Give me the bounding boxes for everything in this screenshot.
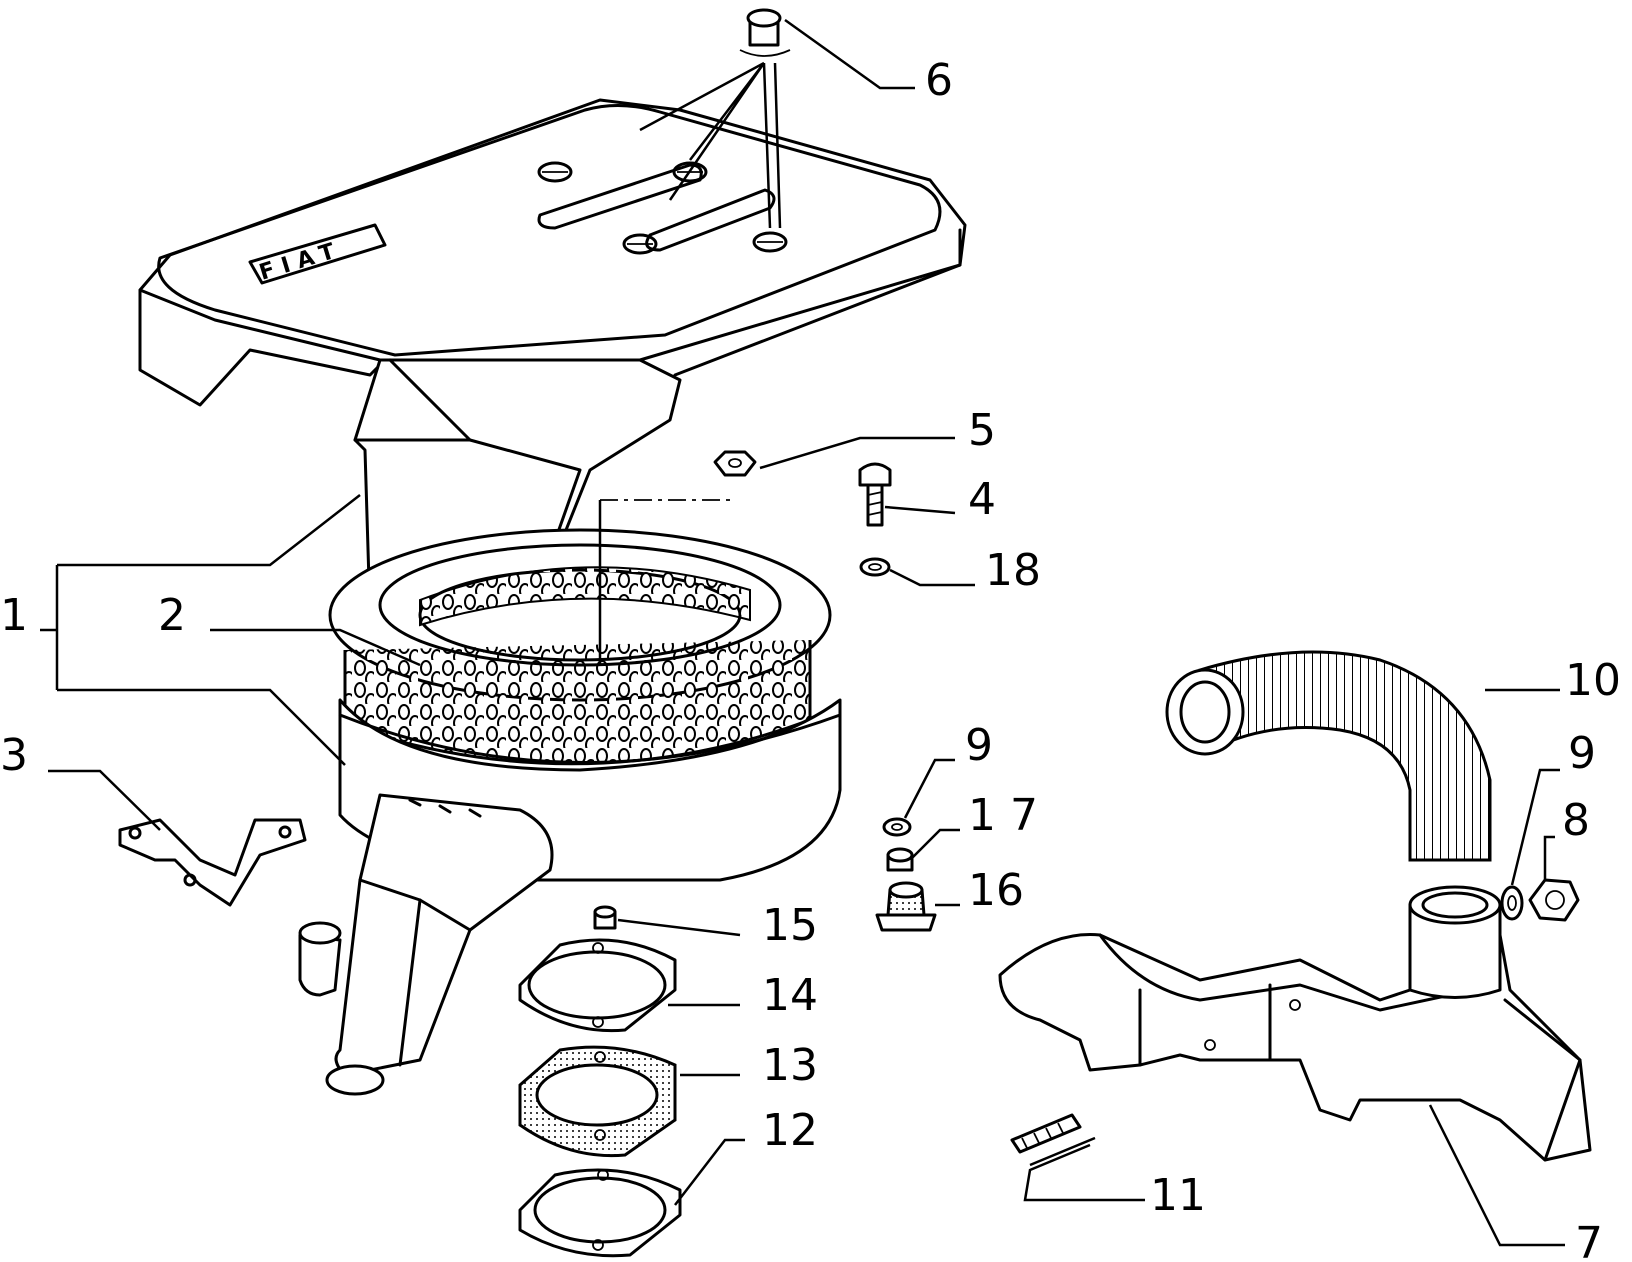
screw-part-6	[739, 8, 791, 57]
bushing-part-17	[886, 847, 914, 872]
callout-6: 6	[925, 55, 953, 106]
callout-17: 1 7	[968, 790, 1038, 841]
callout-2: 2	[158, 590, 186, 641]
callout-12: 12	[762, 1105, 818, 1156]
hose-part-10	[1165, 650, 1492, 862]
nut-part-8	[1528, 878, 1580, 922]
callout-15: 15	[762, 900, 818, 951]
washer-part-9-right	[1500, 885, 1524, 921]
bracket-part-3	[118, 818, 307, 907]
callout-8: 8	[1562, 795, 1590, 846]
callout-18: 18	[985, 545, 1041, 596]
filter-element	[328, 528, 832, 766]
gasket-part-14	[518, 938, 677, 1033]
callout-16: 16	[968, 865, 1024, 916]
gasket-part-13	[518, 1045, 677, 1158]
grommet-part-16	[875, 881, 937, 932]
callout-14: 14	[762, 970, 818, 1021]
callout-9-right: 9	[1568, 728, 1596, 779]
air-filter-body	[298, 698, 842, 1096]
callout-5: 5	[968, 405, 996, 456]
washer-part-18	[859, 557, 891, 577]
callout-1: 1	[0, 590, 28, 641]
callout-13: 13	[762, 1040, 818, 1091]
bushing-part-15	[593, 905, 617, 930]
leader-lines	[40, 18, 1565, 1247]
washer-part-9	[882, 817, 912, 837]
callout-4: 4	[968, 474, 996, 525]
callout-3: 3	[0, 730, 28, 781]
callout-labels: 1 2 3 4 5 6 7 8 9 9 10 11 12 13 14 15 16…	[0, 55, 1621, 1262]
support-part-7	[998, 885, 1592, 1162]
nut-part-5	[713, 450, 757, 477]
gasket-part-12	[518, 1168, 682, 1258]
callout-11: 11	[1150, 1170, 1206, 1221]
callout-7: 7	[1575, 1218, 1603, 1262]
clip-part-11	[1010, 1113, 1082, 1154]
callout-10: 10	[1565, 655, 1621, 706]
bolt-part-4	[858, 462, 892, 527]
callout-9: 9	[965, 720, 993, 771]
